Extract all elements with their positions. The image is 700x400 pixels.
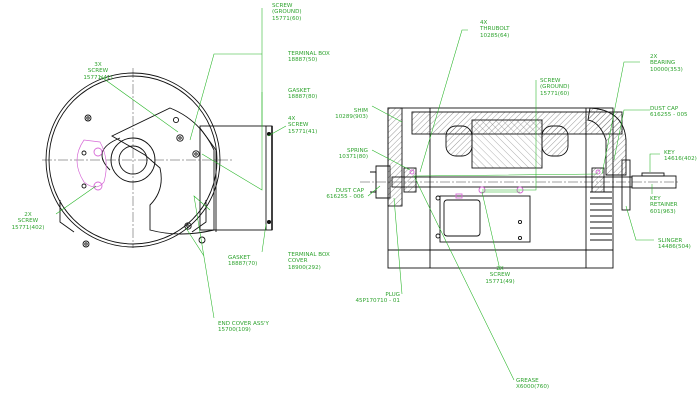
section-view (360, 107, 680, 269)
screw-heads (82, 114, 206, 248)
leader-lines (55, 8, 660, 381)
stator-winding-left (445, 125, 473, 157)
ground-screw-highlight (76, 139, 107, 191)
slinger (621, 159, 631, 211)
rotor-core (471, 119, 543, 169)
bearing-hub-inner (118, 145, 148, 175)
terminal-box-gasket-edge (199, 127, 217, 232)
bearing-hub-outer (110, 137, 156, 183)
end-bell-right (587, 107, 627, 176)
end-cover-web (101, 137, 121, 171)
grease-points (409, 169, 601, 175)
end-bell-left (387, 107, 403, 207)
ground-screw-left-1 (81, 150, 87, 156)
end-housing-inner (48, 75, 218, 245)
end-view (42, 68, 232, 248)
mounting-foot (59, 200, 207, 233)
callout-screw-ground-top: SCREW(GROUND)15771(60) (272, 3, 302, 22)
end-housing-outline (45, 72, 221, 248)
terminal-box-side (199, 125, 273, 231)
terminal-box-outline (111, 107, 215, 235)
ground-screw-left-2 (81, 183, 87, 189)
shaft-key (641, 172, 665, 177)
cooling-fins (590, 191, 612, 241)
stator-winding-right (541, 125, 569, 157)
callout-screw-ground-right: SCREW(GROUND)15771(60) (540, 78, 570, 97)
conduit-box-lower (439, 195, 531, 243)
